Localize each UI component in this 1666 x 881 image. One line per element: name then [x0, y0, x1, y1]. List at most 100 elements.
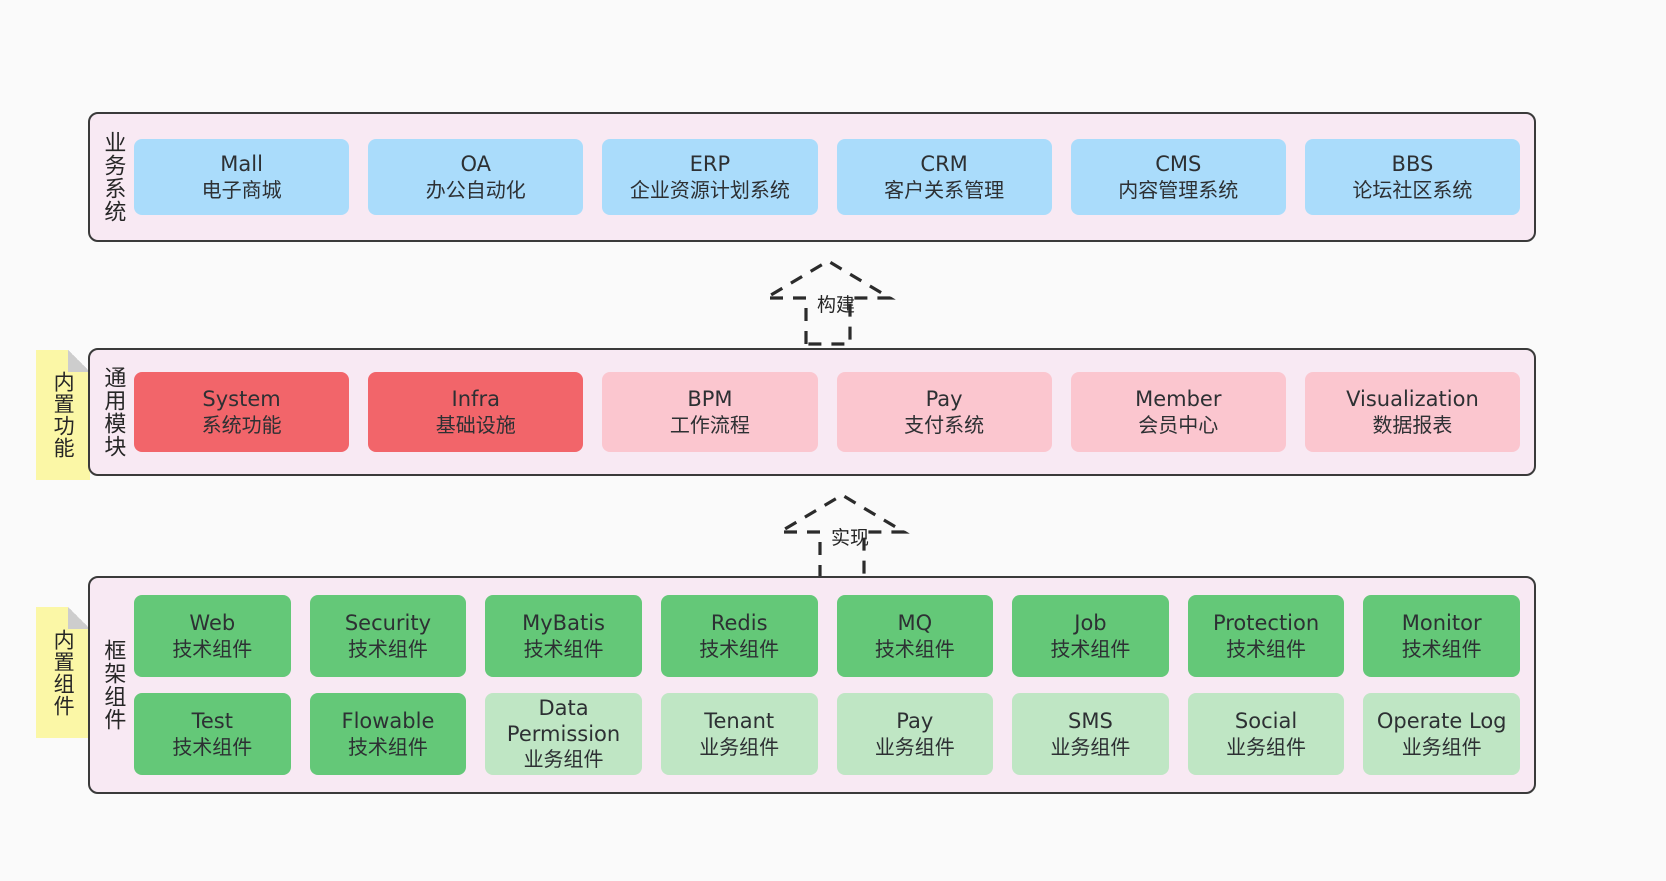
card-title: ERP	[689, 152, 731, 176]
card-subtitle: 业务组件	[699, 734, 780, 759]
card-title: OA	[460, 152, 492, 176]
card-title: Monitor	[1401, 611, 1482, 635]
card-title: Data Permission	[506, 696, 621, 746]
card-monitor[interactable]: Monitor 技术组件	[1363, 595, 1520, 677]
card-row: Mall 电子商城 OA 办公自动化 ERP 企业资源计划系统 CRM 客户关系…	[134, 139, 1521, 215]
card-title: Security	[344, 611, 432, 635]
connector-build-label: 构建	[817, 294, 856, 316]
card-subtitle: 技术组件	[874, 636, 955, 661]
card-tenant[interactable]: Tenant 业务组件	[660, 693, 818, 775]
card-title: Operate Log	[1376, 709, 1507, 733]
card-title: System	[202, 387, 281, 411]
card-subtitle: 业务组件	[1050, 734, 1131, 759]
card-subtitle: 技术组件	[523, 636, 604, 661]
card-subtitle: 会员中心	[1138, 412, 1219, 437]
card-title: Flowable	[341, 709, 435, 733]
card-job[interactable]: Job 技术组件	[1012, 595, 1169, 677]
layer-business-system: 业务系统 Mall 电子商城 OA 办公自动化 ERP 企业资源计划系统 CRM…	[88, 112, 1536, 242]
card-title: Protection	[1212, 611, 1320, 635]
card-subtitle: 企业资源计划系统	[629, 177, 790, 202]
card-subtitle: 论坛社区系统	[1352, 177, 1473, 202]
card-subtitle: 技术组件	[1226, 636, 1307, 661]
card-subtitle: 工作流程	[669, 412, 750, 437]
card-title: CMS	[1155, 152, 1202, 176]
card-subtitle: 技术组件	[347, 636, 428, 661]
card-oa[interactable]: OA 办公自动化	[368, 139, 584, 215]
sticky-note-builtin-component: 内置组件	[36, 607, 90, 738]
layer-framework-component: 框架组件 Web 技术组件 Security 技术组件 MyBatis 技术组件…	[88, 576, 1536, 794]
card-title: Mall	[220, 152, 263, 176]
card-subtitle: 基础设施	[435, 412, 516, 437]
card-bpm[interactable]: BPM 工作流程	[602, 372, 818, 452]
connector-implement-label: 实现	[831, 527, 870, 549]
card-subtitle: 办公自动化	[425, 177, 526, 202]
card-subtitle: 技术组件	[1401, 636, 1482, 661]
card-subtitle: 技术组件	[347, 734, 428, 759]
card-erp[interactable]: ERP 企业资源计划系统	[602, 139, 818, 215]
card-redis[interactable]: Redis 技术组件	[660, 595, 818, 677]
card-cms[interactable]: CMS 内容管理系统	[1070, 139, 1286, 215]
card-sms[interactable]: SMS 业务组件	[1012, 693, 1169, 775]
card-title: CRM	[920, 152, 968, 176]
card-title: BPM	[687, 387, 733, 411]
layer-body-business-system: Mall 电子商城 OA 办公自动化 ERP 企业资源计划系统 CRM 客户关系…	[134, 114, 1534, 240]
card-title: SMS	[1068, 709, 1113, 733]
card-title: Infra	[451, 387, 500, 411]
card-subtitle: 业务组件	[1401, 734, 1482, 759]
card-subtitle: 内容管理系统	[1118, 177, 1239, 202]
card-title: Tenant	[704, 709, 775, 733]
card-pay[interactable]: Pay 支付系统	[836, 372, 1052, 452]
card-subtitle: 客户关系管理	[884, 177, 1005, 202]
sticky-note-builtin-function: 内置功能	[36, 350, 90, 480]
card-title: Job	[1074, 611, 1107, 635]
card-visualization[interactable]: Visualization 数据报表	[1304, 372, 1521, 452]
card-subtitle: 数据报表	[1372, 412, 1453, 437]
card-title: Redis	[710, 611, 768, 635]
card-crm[interactable]: CRM 客户关系管理	[836, 139, 1052, 215]
layer-body-framework-component: Web 技术组件 Security 技术组件 MyBatis 技术组件 Redi…	[134, 578, 1534, 792]
card-web[interactable]: Web 技术组件	[134, 595, 291, 677]
card-subtitle: 技术组件	[1050, 636, 1131, 661]
card-mybatis[interactable]: MyBatis 技术组件	[485, 595, 642, 677]
layer-label-common-module: 通用模块	[100, 366, 126, 458]
card-subtitle: 支付系统	[904, 412, 985, 437]
layer-common-module: 通用模块 System 系统功能 Infra 基础设施 BPM 工作流程 Pay…	[88, 348, 1536, 476]
card-subtitle: 技术组件	[172, 636, 253, 661]
card-protection[interactable]: Protection 技术组件	[1187, 595, 1345, 677]
card-test[interactable]: Test 技术组件	[134, 693, 291, 775]
card-social[interactable]: Social 业务组件	[1187, 693, 1345, 775]
card-flowable[interactable]: Flowable 技术组件	[309, 693, 467, 775]
card-data-permission[interactable]: Data Permission 业务组件	[485, 693, 642, 775]
card-pay-business[interactable]: Pay 业务组件	[836, 693, 994, 775]
card-subtitle: 业务组件	[1226, 734, 1307, 759]
card-title: Test	[191, 709, 233, 733]
layer-body-common-module: System 系统功能 Infra 基础设施 BPM 工作流程 Pay 支付系统…	[134, 350, 1534, 474]
card-title: Web	[189, 611, 236, 635]
card-title: Pay	[896, 709, 934, 733]
card-operate-log[interactable]: Operate Log 业务组件	[1363, 693, 1520, 775]
card-title: Pay	[925, 387, 963, 411]
card-subtitle: 电子商城	[201, 177, 282, 202]
card-member[interactable]: Member 会员中心	[1070, 372, 1286, 452]
layer-label-business-system: 业务系统	[100, 131, 126, 223]
card-title: MyBatis	[522, 611, 605, 635]
connector-build-arrow-icon	[760, 259, 896, 346]
card-subtitle: 技术组件	[699, 636, 780, 661]
card-bbs[interactable]: BBS 论坛社区系统	[1304, 139, 1521, 215]
card-row: Test 技术组件 Flowable 技术组件 Data Permission …	[134, 693, 1520, 775]
card-system[interactable]: System 系统功能	[134, 372, 350, 452]
card-infra[interactable]: Infra 基础设施	[368, 372, 584, 452]
card-subtitle: 系统功能	[201, 412, 282, 437]
card-mall[interactable]: Mall 电子商城	[134, 139, 350, 215]
card-title: Social	[1234, 709, 1298, 733]
connector-implement-arrow-icon	[774, 493, 910, 580]
card-mq[interactable]: MQ 技术组件	[836, 595, 994, 677]
card-title: Member	[1135, 387, 1222, 411]
card-row: System 系统功能 Infra 基础设施 BPM 工作流程 Pay 支付系统…	[134, 372, 1521, 452]
card-security[interactable]: Security 技术组件	[309, 595, 467, 677]
card-subtitle: 业务组件	[874, 734, 955, 759]
card-title: BBS	[1391, 152, 1434, 176]
card-subtitle: 技术组件	[172, 734, 253, 759]
card-title: MQ	[897, 611, 933, 635]
